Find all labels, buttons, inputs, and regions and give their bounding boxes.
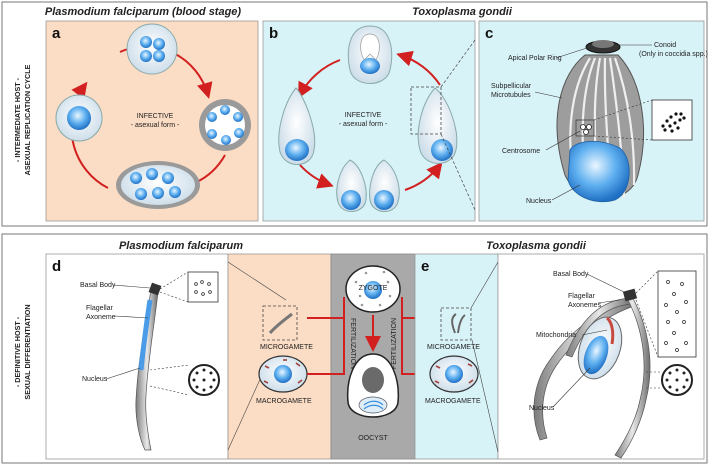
zoom-lines-e [470,261,499,453]
label-axonemes-e: Axonemes [568,302,602,309]
top-side-label: - INTERMEDIATE HOST - ASEXUAL REPLICATIO… [13,64,32,175]
zoom-box-b [410,86,442,135]
label-basal-body-d: Basal Body [80,282,116,289]
bottom-side-label: - DEFINITIVE HOST - SEXUAL DIFFERENTIATI… [13,304,32,399]
label-microgamete-right: MICROGAMETE [427,344,480,351]
label-basal-body-e: Basal Body [553,271,589,278]
top-side-label-line2: ASEXUAL REPLICATION CYCLE [23,64,32,175]
microgamete-flagellum-d [135,282,162,451]
label-conoid-note: (Only in coccidia spp.) [639,51,708,58]
inset-lines-d-bottom [149,364,190,396]
label-nucleus-e: Nucleus [529,405,555,412]
oocyst [346,353,400,418]
label-nucleus-d: Nucleus [82,376,108,383]
microgamete-right-shape [451,313,466,334]
endodyogeny-cell-top [347,25,393,84]
inset-lines-e-bottom [646,371,662,389]
toxoplasma-microgamete-e [533,288,651,459]
macrogamete-right [429,355,479,393]
schizont-cell [199,99,251,151]
zygote [345,265,401,313]
title-plasmodium-blood-stage: Plasmodium falciparum (blood stage) [45,6,242,18]
inset-lines-e-top [635,270,659,358]
macrogamete-left [258,355,308,393]
asexual-cycle-arrows-b [298,50,443,191]
label-macrogamete-right: MACROGAMETE [425,398,481,405]
bottom-side-label-line2: SEXUAL DIFFERENTIATION [23,304,32,399]
microgamete-left-shape [268,312,293,334]
panel-e-letter: e [421,258,429,275]
label-microgamete-left: MICROGAMETE [260,344,313,351]
label-mitochondria-e: Mitochondria [536,332,576,339]
label-flagellar-e: Flagellar [568,293,596,300]
label-macrogamete-left: MACROGAMETE [256,398,312,405]
label-subpellicular-1: Subpellicular [491,83,532,90]
label-fertilization-right: FERTILIZATION [391,318,398,369]
label-oocyst: OOCYST [358,435,388,442]
label-apical-polar-ring: Apical Polar Ring [508,55,562,62]
label-fertilization-left: FERTILIZATION [349,318,356,369]
asexual-form-label-a: - asexual form - [131,122,180,129]
basal-body-rings-e [664,280,688,352]
infective-label-a: INFECTIVE [137,113,174,120]
merozoite-release-cell [116,161,200,209]
tachyzoite-cell-right [417,87,458,164]
zoom-lines-d [227,261,287,451]
infective-label-b: INFECTIVE [345,112,382,119]
merozoite-cell-infective [55,94,103,142]
label-subpellicular-2: Microtubules [491,92,531,99]
label-axoneme-d: Axoneme [86,314,116,321]
asexual-form-label-b: - asexual form - [339,121,388,128]
title-toxoplasma-bottom: Toxoplasma gondii [486,240,587,252]
inset-lines-d-top [159,271,189,303]
basal-body-inset-e [657,270,697,358]
basal-body-rings-d [194,280,212,296]
panel-d-letter: d [52,258,61,275]
ring-stage-cell-top [126,23,178,75]
label-nucleus-c: Nucleus [526,198,552,205]
panel-a-letter: a [52,25,61,42]
axoneme-doublets-d [192,368,216,392]
zoom-lines-b-to-c [440,39,476,211]
top-side-label-line1: - INTERMEDIATE HOST - [13,77,22,162]
label-flagellar-d: Flagellar [86,305,114,312]
title-toxoplasma-top: Toxoplasma gondii [412,6,513,18]
centrosome-inset [651,99,693,141]
panel-b-letter: b [269,25,278,42]
tachyzoite-cell-left [278,87,316,165]
microgamete-box-left [262,305,298,341]
title-plasmodium-bottom: Plasmodium falciparum [119,240,243,252]
label-centrosome: Centrosome [502,148,540,155]
microgamete-box-right [440,307,472,341]
bottom-side-label-line1: - DEFINITIVE HOST - [13,316,22,387]
label-conoid: Conoid [654,42,676,49]
label-zygote: ZYGOTE [359,285,388,292]
apical-complex-diagram [556,40,693,203]
panel-c-letter: c [485,25,493,42]
axoneme-doublets-e [665,368,689,392]
daughter-cells-bottom [336,159,400,212]
basal-body-inset-d [187,271,219,303]
